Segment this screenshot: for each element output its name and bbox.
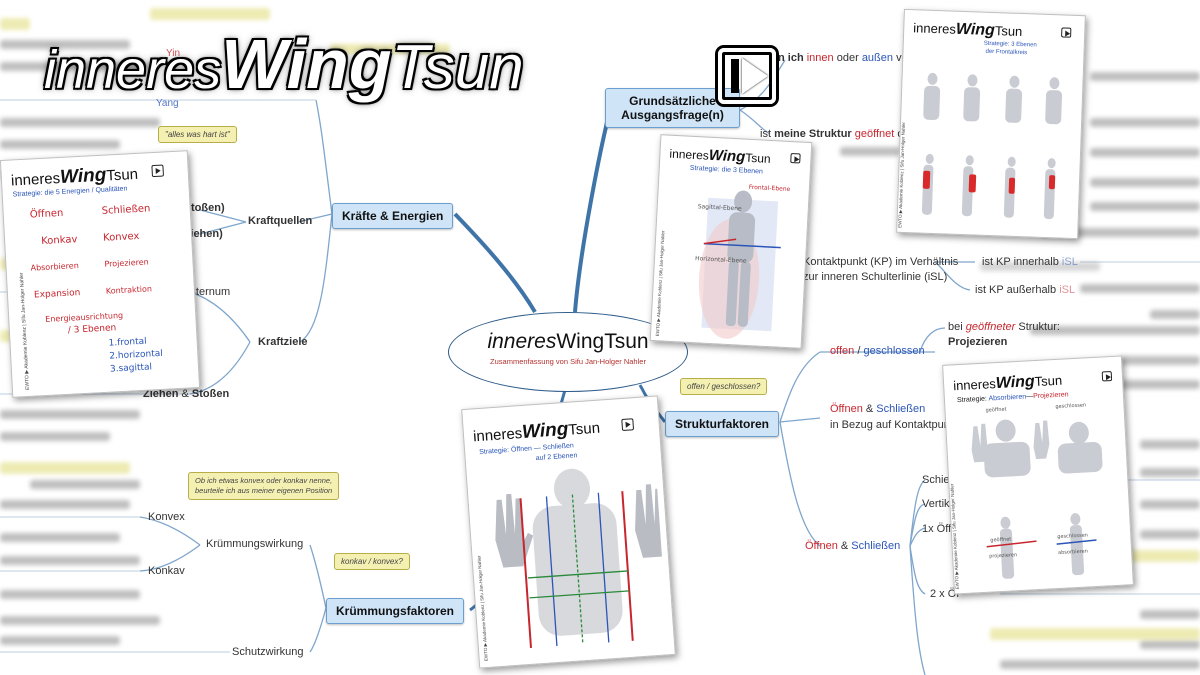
label-projezieren[interactable]: Projezieren: [948, 336, 1008, 348]
label-innen-aussen[interactable]: n ich innen oder außen vom: [778, 52, 917, 64]
word-absorbieren: Absorbieren: [30, 261, 80, 273]
label-vertika[interactable]: Vertika: [922, 498, 956, 510]
card-subtitle: Strategie: die 3 Ebenen: [689, 164, 764, 176]
node-kruemmungsfaktoren[interactable]: Krümmungsfaktoren: [326, 598, 465, 624]
label-konvex[interactable]: Konvex: [148, 511, 185, 523]
label-oeffnen-schliessen-2[interactable]: Öffnen & Schließen: [805, 540, 901, 552]
label-bezug-kontaktpunkt[interactable]: in Bezug auf Kontaktpun: [830, 419, 950, 431]
label-kraftquellen[interactable]: Kraftquellen: [248, 215, 313, 227]
card-brand: inneresWingTsun: [472, 418, 601, 446]
card-brand: inneresWingTsun: [669, 146, 771, 166]
label-oeffnen-schliessen[interactable]: Öffnen & Schließen: [830, 403, 926, 415]
word-horizontal: 2.horizontal: [109, 348, 164, 362]
card-oeffnen-schliessen[interactable]: inneresWingTsun Strategie: Öffnen — Schl…: [461, 395, 676, 669]
label-offen-geschlossen[interactable]: offen / geschlossen: [830, 345, 925, 357]
label-geoeffnet-2: geöffnet: [990, 536, 1012, 544]
label-bei-geoeffneter-struktur[interactable]: bei geöffneter Struktur:: [948, 321, 1060, 333]
figure-three-planes: [698, 190, 781, 339]
word-schliessen: Schließen: [101, 203, 151, 217]
card-subtitle-2: auf 2 Ebenen: [535, 452, 578, 463]
word-kontraktion: Kontraktion: [105, 284, 153, 296]
play-icon: [790, 153, 801, 164]
card-subtitle: Strategie: 3 Ebenen: [983, 40, 1037, 49]
note-offen-geschlossen: offen / geschlossen?: [680, 378, 768, 395]
figure-absorb-project: [971, 419, 1103, 579]
play-icon: [1101, 371, 1113, 382]
card-absorbieren-projezieren[interactable]: inneresWingTsun Strategie: Absorbieren—P…: [942, 355, 1134, 595]
label-kp-innerhalb[interactable]: ist KP innerhalb iSL: [982, 256, 1078, 268]
play-icon: [621, 418, 635, 432]
card-5-energien[interactable]: inneresWingTsun Strategie: die 5 Energie…: [0, 150, 201, 398]
label-konkav[interactable]: Konkav: [148, 565, 185, 577]
note-alles-was-hart-ist: "alles was hart ist": [158, 126, 237, 143]
card-3-ebenen[interactable]: inneresWingTsun Strategie: die 3 Ebenen …: [649, 134, 813, 349]
play-icon: [1061, 27, 1072, 38]
word-frontal: 1.frontal: [108, 336, 147, 349]
label-kruemmungswirkung[interactable]: Krümmungswirkung: [206, 538, 304, 550]
card-subtitle-2: der Frontalkreis: [985, 48, 1028, 57]
blurred-note: [330, 44, 450, 54]
label-geoeffnet: geöffnet: [985, 406, 1007, 414]
word-oeffnen: Öffnen: [29, 207, 64, 221]
word-expansion: Expansion: [33, 288, 81, 301]
play-icon: [151, 164, 164, 178]
label-schutzwirkung[interactable]: Schutzwirkung: [232, 646, 304, 658]
label-kp-ausserhalb[interactable]: ist KP außerhalb iSL: [975, 284, 1076, 296]
card-footer: EWTO ▶ Akademie Koblenz | Sifu Jan-Holge…: [654, 230, 666, 337]
word-sagittal: 3.sagittal: [109, 362, 153, 375]
central-subtitle: Zusammenfassung von Sifu Jan-Holger Nahl…: [490, 357, 646, 366]
play-icon: [718, 48, 776, 104]
label-ziehen-stossen[interactable]: Ziehen & Stoßen: [143, 388, 230, 400]
word-3-ebenen: / 3 Ebenen: [67, 323, 117, 336]
label-yang[interactable]: Yang: [156, 98, 179, 109]
card-frontalkreis[interactable]: inneresWingTsun Strategie: 3 Ebenen der …: [896, 8, 1086, 240]
label-meine-struktur[interactable]: ist meine Struktur geöffnet od: [760, 128, 910, 140]
brand-logo: inneresWingTsun: [44, 25, 524, 103]
note-konvex-konkav-position: Ob ich etwas konvex oder konkav nenne,be…: [188, 472, 340, 500]
label-kraftziele[interactable]: Kraftziele: [258, 336, 308, 348]
node-kraefte-energien[interactable]: Kräfte & Energien: [332, 203, 454, 229]
card-footer: EWTO ▶ Akademie Koblenz | Sifu Jan-Holge…: [18, 272, 31, 391]
central-topic[interactable]: inneresWingTsun Zusammenfassung von Sifu…: [448, 312, 688, 392]
central-title: inneresWingTsun: [487, 330, 649, 353]
card-brand: inneresWingTsun: [913, 20, 1023, 40]
label-zweimal-oeffnen[interactable]: 2 x Öf: [930, 588, 960, 600]
label-stossen[interactable]: (Stoßen): [180, 202, 225, 214]
label-einmal-oeffnen[interactable]: 1x Öffn: [922, 523, 958, 535]
word-projezieren: Projezieren: [104, 257, 149, 269]
figure-torso-hands: [495, 468, 669, 648]
word-konvex: Konvex: [102, 230, 140, 244]
word-konkav: Konkav: [40, 234, 78, 248]
node-strukturfaktoren[interactable]: Strukturfaktoren: [665, 411, 780, 437]
word-energieausrichtung: Energieausrichtung: [45, 310, 124, 324]
label-yin[interactable]: Yin: [166, 48, 181, 59]
figure-frontalkreis: [921, 72, 1063, 220]
note-konkav-konvex: konkav / konvex?: [334, 553, 410, 570]
